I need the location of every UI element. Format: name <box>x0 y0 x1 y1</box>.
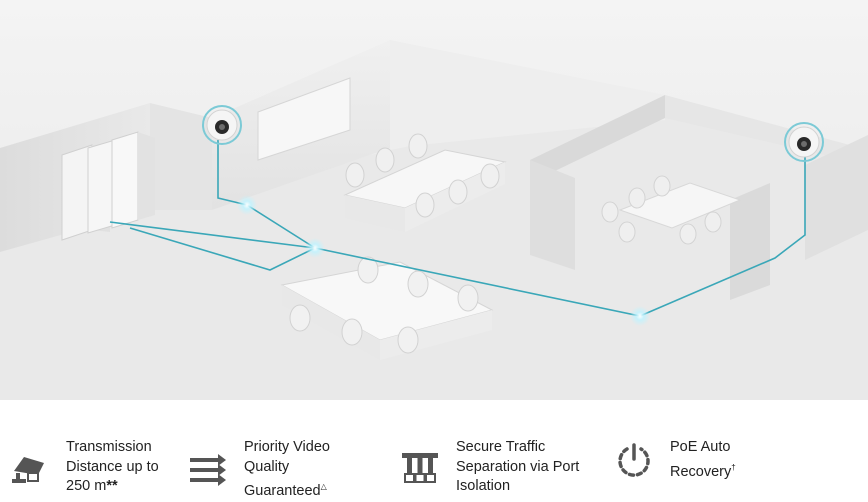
feature-label: PoE Auto Recovery <box>670 439 732 480</box>
meeting-room-partition <box>530 95 665 183</box>
office-floorplan <box>0 40 868 400</box>
right-wall <box>805 135 868 260</box>
cable-node <box>630 306 650 326</box>
cable-node <box>237 195 257 215</box>
floor <box>0 95 868 400</box>
feature-label: Transmission Distance up to 250 m <box>66 439 159 494</box>
feature-footnote-mark: △ <box>320 482 327 491</box>
dome-camera-right <box>784 122 824 162</box>
poe-recovery-icon <box>612 440 656 480</box>
network-cables <box>109 140 806 317</box>
port-isolation-icon <box>398 447 442 487</box>
priority-arrows-icon <box>186 450 230 490</box>
camera-distance-icon <box>8 447 52 487</box>
feature-port-isolation: Secure Traffic Separation via Port Isola… <box>398 438 579 497</box>
back-desk-cluster <box>343 133 507 232</box>
feature-label: Secure Traffic Separation via Port Isola… <box>456 439 580 494</box>
whiteboard <box>257 77 351 161</box>
feature-transmission-distance: Transmission Distance up to 250 m** <box>8 438 159 497</box>
feature-label: Priority Video Quality Guaranteed <box>244 439 330 499</box>
feature-strip: Transmission Distance up to 250 m** Prio… <box>0 400 868 500</box>
office-network-illustration <box>0 0 868 400</box>
server-racks <box>61 131 155 241</box>
dome-camera-left <box>202 105 242 145</box>
feature-footnote-mark: † <box>731 462 736 472</box>
feature-priority-video: Priority Video Quality Guaranteed△ <box>186 438 330 502</box>
front-desk-cluster <box>280 256 494 360</box>
cable-node <box>305 238 325 258</box>
feature-poe-recovery: PoE Auto Recovery† <box>612 438 736 482</box>
feature-footnote-mark: ** <box>106 478 118 494</box>
